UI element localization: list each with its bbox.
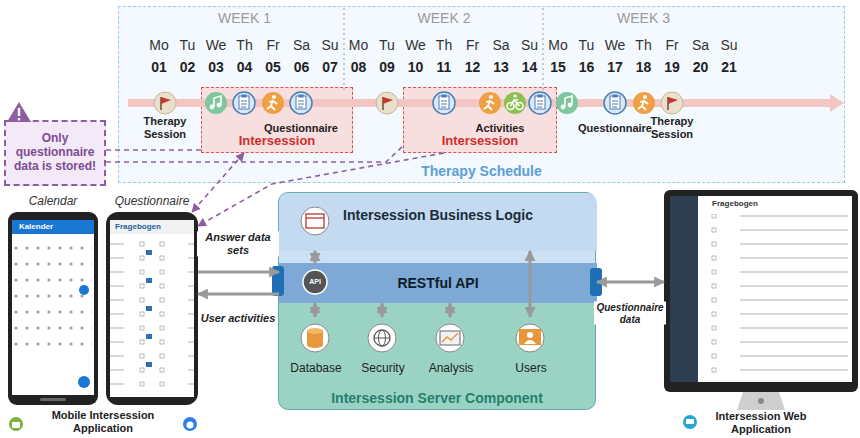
edge-label: Answer data sets xyxy=(197,231,279,256)
edge-label: User activities xyxy=(200,312,277,325)
day-name: Tu xyxy=(579,37,595,53)
day-name: Mo xyxy=(349,37,368,53)
node-text: Analysis xyxy=(419,362,483,376)
day-number: 13 xyxy=(493,59,509,75)
week-label: WEEK 1 xyxy=(218,10,271,26)
day-name: Tu xyxy=(180,37,196,53)
day-name: Th xyxy=(635,37,651,53)
node-text: Intersession xyxy=(404,134,556,149)
node-text: Users xyxy=(499,362,563,376)
warning-sign xyxy=(7,102,31,122)
screen-title: Fragebogen xyxy=(712,199,758,208)
questionnaire-phone xyxy=(106,212,198,405)
day-name: Sa xyxy=(492,37,509,53)
week-label: WEEK 2 xyxy=(418,10,471,26)
day-name: Mo xyxy=(548,37,567,53)
day-number: 05 xyxy=(265,59,281,75)
node-text: Calendar xyxy=(0,195,108,209)
data-arrow xyxy=(314,251,317,263)
day-number: 07 xyxy=(322,59,338,75)
icon-caption: API xyxy=(309,278,321,286)
server-icons xyxy=(301,207,544,352)
calendar-phone xyxy=(8,212,98,405)
connector-ports xyxy=(272,266,602,296)
day-name: Fr xyxy=(466,37,479,53)
day-number: 08 xyxy=(351,59,367,75)
day-name: Tu xyxy=(379,37,395,53)
week-label: WEEK 3 xyxy=(617,10,670,26)
node-text: Intersession Server Component xyxy=(279,390,595,406)
day-name: Th xyxy=(236,37,252,53)
day-number: 10 xyxy=(408,59,424,75)
monitor xyxy=(664,190,858,410)
data-arrow xyxy=(597,281,664,284)
data-arrow xyxy=(198,271,279,274)
day-number: 01 xyxy=(151,59,167,75)
dashed-link xyxy=(198,153,444,226)
day-name: Mo xyxy=(149,37,168,53)
day-number: 04 xyxy=(237,59,253,75)
dashed-link xyxy=(106,149,201,151)
day-number: 02 xyxy=(180,59,196,75)
day-name: Th xyxy=(436,37,452,53)
day-number: 18 xyxy=(636,59,652,75)
day-name: Fr xyxy=(665,37,678,53)
dashed-link xyxy=(106,146,403,162)
day-number: 06 xyxy=(294,59,310,75)
data-arrow xyxy=(198,293,279,296)
activity-label: Questionnaire xyxy=(578,122,652,135)
session-label: Therapy Session xyxy=(139,115,191,140)
app-name: Mobile Intersession Application xyxy=(44,409,162,434)
day-name: Su xyxy=(720,37,737,53)
node-text: RESTful API xyxy=(397,275,478,291)
warning-box: Only questionnaire data is stored! xyxy=(4,120,106,186)
day-number: 21 xyxy=(721,59,737,75)
logic-layer: Intersession Business Logic xyxy=(279,193,597,251)
day-name: We xyxy=(605,37,626,53)
schedule-band: Therapy Schedule Intersession Intersession xyxy=(118,6,845,183)
node-text: Questionnaire xyxy=(96,195,208,209)
day-number: 14 xyxy=(522,59,538,75)
day-number: 16 xyxy=(579,59,595,75)
day-number: 17 xyxy=(607,59,623,75)
edge-label: Questionnaire data xyxy=(594,302,666,325)
activity-label: Questionnaire xyxy=(264,122,338,135)
node-text: Database xyxy=(284,362,348,376)
schedule-icons xyxy=(154,92,683,114)
data-arrow xyxy=(314,303,317,317)
day-name: Sa xyxy=(293,37,310,53)
session-label: Therapy Session xyxy=(646,115,698,140)
node-text: Intersession Web Application xyxy=(696,410,826,435)
day-name: Fr xyxy=(266,37,279,53)
day-number: 15 xyxy=(550,59,566,75)
day-number: 20 xyxy=(693,59,709,75)
dashed-link xyxy=(192,153,244,212)
data-arrow xyxy=(449,303,452,317)
node-text: Therapy Schedule xyxy=(119,163,844,179)
day-name: We xyxy=(405,37,426,53)
data-arrow xyxy=(381,303,384,317)
screen-title: Kalender xyxy=(19,222,53,231)
screen-title: Fragebogen xyxy=(115,222,161,231)
activity-label: Activities xyxy=(476,122,525,135)
day-name: Sa xyxy=(692,37,709,53)
day-name: Su xyxy=(321,37,338,53)
day-number: 12 xyxy=(465,59,481,75)
node-text: Security xyxy=(351,362,415,376)
node-text: Only questionnaire data is stored! xyxy=(10,132,100,173)
day-name: Su xyxy=(521,37,538,53)
day-number: 19 xyxy=(664,59,680,75)
day-number: 11 xyxy=(437,59,452,75)
data-arrow xyxy=(529,251,532,317)
day-name: We xyxy=(206,37,227,53)
node-text: Intersession Business Logic xyxy=(279,207,597,223)
day-number: 03 xyxy=(208,59,224,75)
node-text: Intersession xyxy=(202,134,352,149)
day-number: 09 xyxy=(379,59,395,75)
week-dividers xyxy=(344,8,543,90)
